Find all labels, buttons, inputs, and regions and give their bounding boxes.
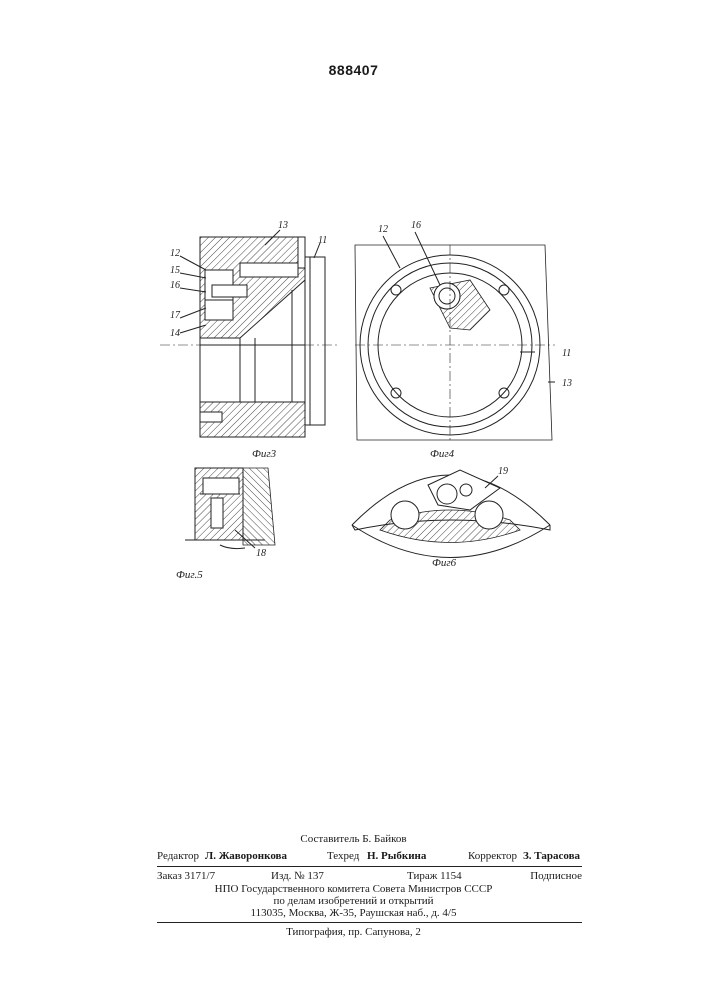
printing-house: Типография, пр. Сапунова, 2 bbox=[0, 926, 707, 939]
corrector-label: Корректор bbox=[468, 850, 517, 862]
fig5-callout-18: 18 bbox=[256, 548, 266, 559]
figure-4 bbox=[355, 232, 555, 440]
fig6-caption: Фиг6 bbox=[432, 557, 457, 569]
fig4-caption: Фиг4 bbox=[430, 448, 455, 460]
org-address: 113035, Москва, Ж-35, Раушская наб., д. … bbox=[0, 907, 707, 920]
imprint-rule-top bbox=[157, 866, 582, 867]
editor-name: Л. Жаворонкова bbox=[205, 850, 287, 862]
edition-number: Изд. № 137 bbox=[271, 870, 324, 882]
fig4-callout-11: 11 bbox=[562, 348, 571, 359]
fig3-callout-12: 12 bbox=[170, 248, 180, 259]
techred-label: Техред bbox=[327, 850, 359, 862]
subscription: Подписное bbox=[530, 870, 582, 882]
fig3-caption: Фиг3 bbox=[252, 448, 277, 460]
editor-label: Редактор bbox=[157, 850, 199, 862]
fig3-callout-14: 14 bbox=[170, 328, 180, 339]
fig3-callout-11: 11 bbox=[318, 235, 327, 246]
imprint-compiler: Составитель Б. Байков bbox=[0, 833, 707, 846]
fig5-caption: Фиг.5 bbox=[176, 569, 203, 581]
corrector-name: З. Тарасова bbox=[523, 850, 580, 862]
figure-5 bbox=[185, 468, 275, 549]
fig4-callout-13: 13 bbox=[562, 378, 572, 389]
circulation: Тираж 1154 bbox=[407, 870, 462, 882]
figure-3 bbox=[160, 230, 340, 437]
fig4-callout-12: 12 bbox=[378, 224, 388, 235]
figure-6 bbox=[352, 470, 550, 558]
imprint-rule-bottom bbox=[157, 922, 582, 923]
fig3-callout-13: 13 bbox=[278, 220, 288, 231]
fig3-callout-17: 17 bbox=[170, 310, 181, 321]
fig4-callout-16: 16 bbox=[411, 220, 421, 231]
techred-name: Н. Рыбкина bbox=[367, 850, 426, 862]
order-number: Заказ 3171/7 bbox=[157, 870, 215, 882]
fig6-callout-19: 19 bbox=[498, 466, 508, 477]
fig3-callout-16: 16 bbox=[170, 280, 180, 291]
fig3-callout-15: 15 bbox=[170, 265, 180, 276]
